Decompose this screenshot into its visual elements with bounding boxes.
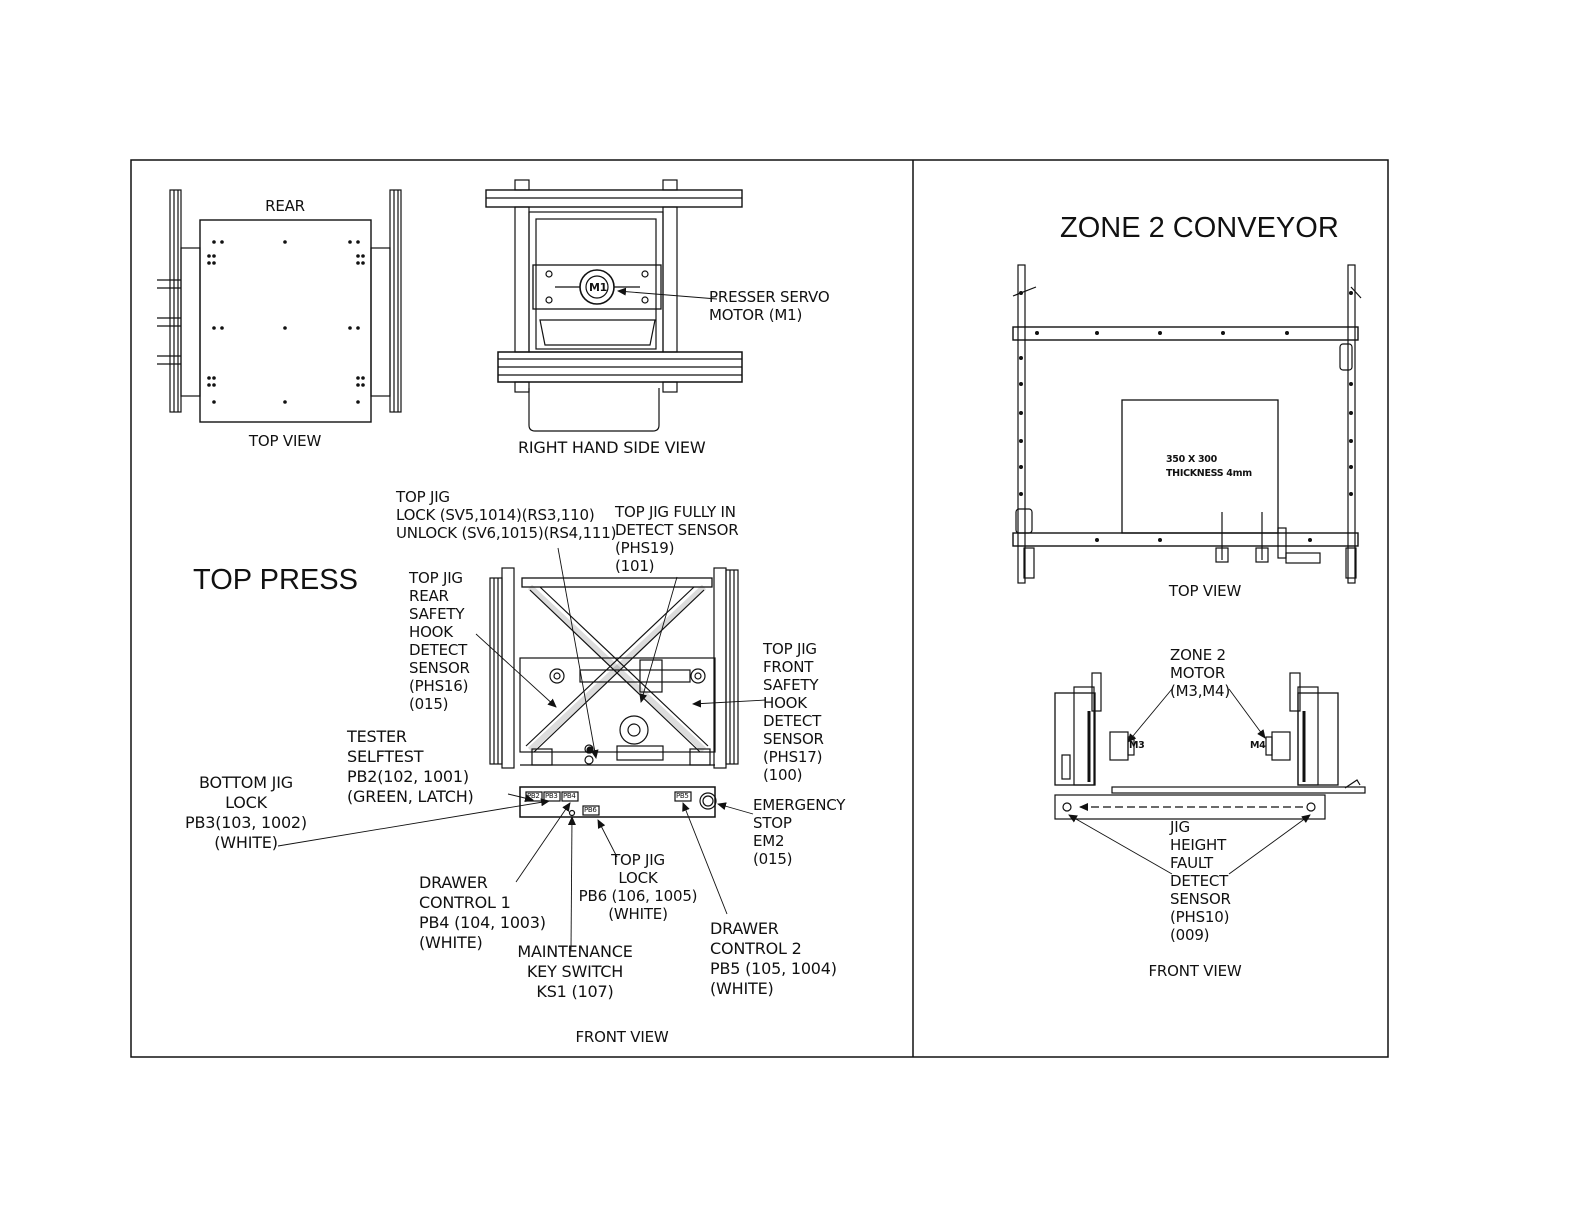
- presser-servo-label: PRESSER SERVO MOTOR (M1): [709, 288, 830, 324]
- top-press-top-view-label: TOP VIEW: [248, 432, 322, 450]
- top-press-front-view-label: FRONT VIEW: [575, 1028, 669, 1046]
- jig-height-sensor-label: JIG HEIGHT FAULT DETECT SENSOR (PHS10) (…: [1170, 818, 1231, 944]
- sheet-border: [130, 159, 1389, 1058]
- drawer-control-1-label: DRAWER CONTROL 1 PB4 (104, 1003) (WHITE): [419, 873, 546, 952]
- plate-thickness-label: THICKNESS 4mm: [1166, 468, 1252, 479]
- zone2-front-view-label: FRONT VIEW: [1148, 962, 1242, 980]
- m3-tag: M3: [1129, 740, 1145, 751]
- tester-selftest-label: TESTER SELFTEST PB2(102, 1001) (GREEN, L…: [347, 727, 474, 806]
- front-hook-sensor-label: TOP JIG FRONT SAFETY HOOK DETECT SENSOR …: [763, 640, 824, 784]
- top-press-front-view-drawing: [489, 567, 739, 818]
- bottom-jig-lock-label: BOTTOM JIG LOCK PB3(103, 1002) (WHITE): [185, 773, 307, 852]
- emergency-stop-label: EMERGENCY STOP EM2 (015): [753, 796, 846, 868]
- drawer-control-2-label: DRAWER CONTROL 2 PB5 (105, 1004) (WHITE): [710, 919, 837, 998]
- rear-hook-sensor-label: TOP JIG REAR SAFETY HOOK DETECT SENSOR (…: [409, 569, 470, 713]
- zone2-title: ZONE 2 CONVEYOR: [1060, 212, 1339, 244]
- zone2-top-view-label: TOP VIEW: [1168, 582, 1242, 600]
- pb4-tag: PB4: [563, 792, 576, 800]
- top-jig-lock-pb-label: TOP JIG LOCK PB6 (106, 1005) (WHITE): [578, 851, 698, 923]
- maintenance-key-label: MAINTENANCE KEY SWITCH KS1 (107): [517, 942, 633, 1001]
- pb5-tag: PB5: [676, 792, 689, 800]
- leader-lines: [277, 287, 1311, 951]
- m1-motor-tag: M1: [589, 281, 608, 294]
- zone2-motor-label: ZONE 2 MOTOR (M3,M4): [1170, 646, 1231, 700]
- top-press-top-view-drawing: [157, 189, 402, 423]
- pb2-tag: PB2: [527, 792, 540, 800]
- rear-label: REAR: [265, 197, 305, 215]
- zone2-top-view-drawing: [1012, 264, 1362, 584]
- pb6-tag: PB6: [584, 806, 597, 814]
- rhs-view-label: RIGHT HAND SIDE VIEW: [518, 438, 706, 457]
- zone2-front-view-drawing: [1054, 672, 1366, 820]
- pb3-tag: PB3: [545, 792, 558, 800]
- top-press-rhs-view-drawing: [485, 179, 743, 432]
- top-jig-fully-in-label: TOP JIG FULLY IN DETECT SENSOR (PHS19) (…: [615, 503, 739, 575]
- top-jig-lock-label: TOP JIG LOCK (SV5,1014)(RS3,110) UNLOCK …: [396, 488, 617, 542]
- m4-tag: M4: [1250, 740, 1266, 751]
- top-press-title: TOP PRESS: [193, 564, 358, 596]
- plate-size-label: 350 X 300: [1166, 454, 1217, 465]
